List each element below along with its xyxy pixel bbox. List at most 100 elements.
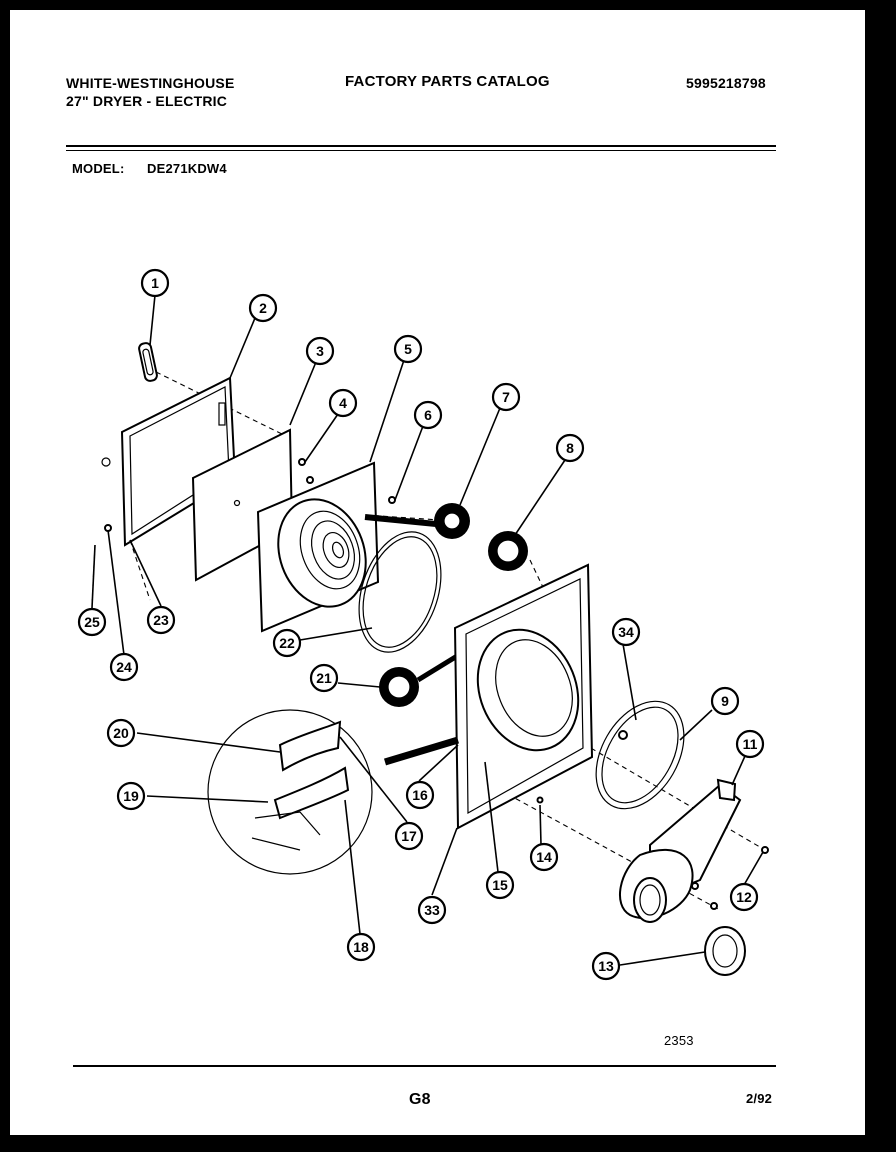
callout-number: 34 [618, 624, 634, 640]
callout-circle [305, 336, 335, 366]
callout-13: 13 [591, 951, 621, 981]
callout-circle [248, 293, 278, 323]
callout-number: 14 [536, 849, 552, 865]
callout-circle [146, 605, 176, 635]
callout-20: 20 [106, 718, 136, 748]
callout-number: 8 [566, 440, 574, 456]
callout-number: 19 [123, 788, 139, 804]
model-number: DE271KDW4 [147, 161, 227, 176]
callout-7: 7 [491, 382, 521, 412]
callout-4: 4 [328, 388, 358, 418]
callout-21: 21 [309, 663, 339, 693]
callout-circle [710, 686, 740, 716]
callout-circle [77, 607, 107, 637]
callout-circle [491, 382, 521, 412]
callout-number: 16 [412, 787, 428, 803]
callout-circle [394, 821, 424, 851]
duct-ring-seal [704, 926, 746, 976]
callout-number: 15 [492, 877, 508, 893]
callout-circle [591, 951, 621, 981]
catalog-date: 2/92 [746, 1091, 773, 1106]
callout-circle [346, 932, 376, 962]
drawing-number: 2353 [664, 1033, 694, 1048]
callout-circle [611, 617, 641, 647]
callout-circle [309, 663, 339, 693]
header-rule-bottom [66, 150, 776, 151]
callout-circle [116, 781, 146, 811]
callout-circle [729, 882, 759, 912]
manufacturer-name: WHITE-WESTINGHOUSE [66, 75, 235, 91]
callout-number: 13 [598, 958, 614, 974]
callout-12: 12 [729, 882, 759, 912]
callout-number: 22 [279, 635, 295, 651]
callout-number: 6 [424, 407, 432, 423]
callout-circle [417, 895, 447, 925]
callout-19: 19 [116, 781, 146, 811]
product-description: 27" DRYER - ELECTRIC [66, 93, 228, 109]
callout-number: 17 [401, 828, 417, 844]
callout-number: 24 [116, 659, 132, 675]
callout-17: 17 [394, 821, 424, 851]
callout-8: 8 [555, 433, 585, 463]
latch-handle [138, 342, 158, 382]
callout-15: 15 [485, 870, 515, 900]
callout-number: 23 [153, 612, 169, 628]
callout-circle [405, 780, 435, 810]
callout-2: 2 [248, 293, 278, 323]
lint-duct-assembly [618, 778, 742, 923]
callout-number: 33 [424, 902, 440, 918]
callout-24: 24 [109, 652, 139, 682]
callout-11: 11 [735, 729, 765, 759]
callout-labels: 1234567891112131415161718192021222324253… [77, 268, 765, 981]
callout-number: 5 [404, 341, 412, 357]
callout-circle [735, 729, 765, 759]
leader-lines [91, 294, 764, 966]
door-strike-detail [364, 503, 470, 539]
detail-magnifier [207, 709, 373, 875]
door-gasket-ring [358, 531, 442, 653]
drum-seal-ring [595, 700, 685, 810]
footer-rule [73, 1065, 776, 1067]
catalog-title: FACTORY PARTS CATALOG [345, 73, 550, 90]
callout-number: 2 [259, 300, 267, 316]
header-rule-top [66, 145, 776, 147]
callout-number: 3 [316, 343, 324, 359]
callout-number: 20 [113, 725, 129, 741]
callout-6: 6 [413, 400, 443, 430]
callout-number: 4 [339, 395, 347, 411]
callout-number: 7 [502, 389, 510, 405]
callout-circle [106, 718, 136, 748]
callout-circle [140, 268, 170, 298]
callout-34: 34 [611, 617, 641, 647]
page-code: G8 [409, 1091, 431, 1108]
model-label: MODEL: [72, 161, 125, 176]
catalog-sheet: WHITE-WESTINGHOUSE 27" DRYER - ELECTRIC … [10, 10, 865, 1135]
callout-number: 18 [353, 939, 369, 955]
callout-circle [485, 870, 515, 900]
callout-1: 1 [140, 268, 170, 298]
callout-circle [272, 628, 302, 658]
callout-number: 25 [84, 614, 100, 630]
door-hinge-detail [488, 531, 528, 571]
front-cabinet-panel [383, 563, 594, 830]
callout-circle [109, 652, 139, 682]
callout-number: 1 [151, 275, 159, 291]
callout-33: 33 [417, 895, 447, 925]
callout-25: 25 [77, 607, 107, 637]
screws [104, 458, 769, 910]
callout-3: 3 [305, 336, 335, 366]
callout-circle [393, 334, 423, 364]
callout-18: 18 [346, 932, 376, 962]
callout-22: 22 [272, 628, 302, 658]
callout-number: 11 [743, 736, 758, 752]
callout-number: 21 [316, 670, 332, 686]
callout-circle [413, 400, 443, 430]
front-door-assembly [256, 461, 380, 633]
callout-number: 9 [721, 693, 729, 709]
callout-16: 16 [405, 780, 435, 810]
callout-circle [555, 433, 585, 463]
callout-23: 23 [146, 605, 176, 635]
catalog-number: 5995218798 [686, 75, 766, 91]
